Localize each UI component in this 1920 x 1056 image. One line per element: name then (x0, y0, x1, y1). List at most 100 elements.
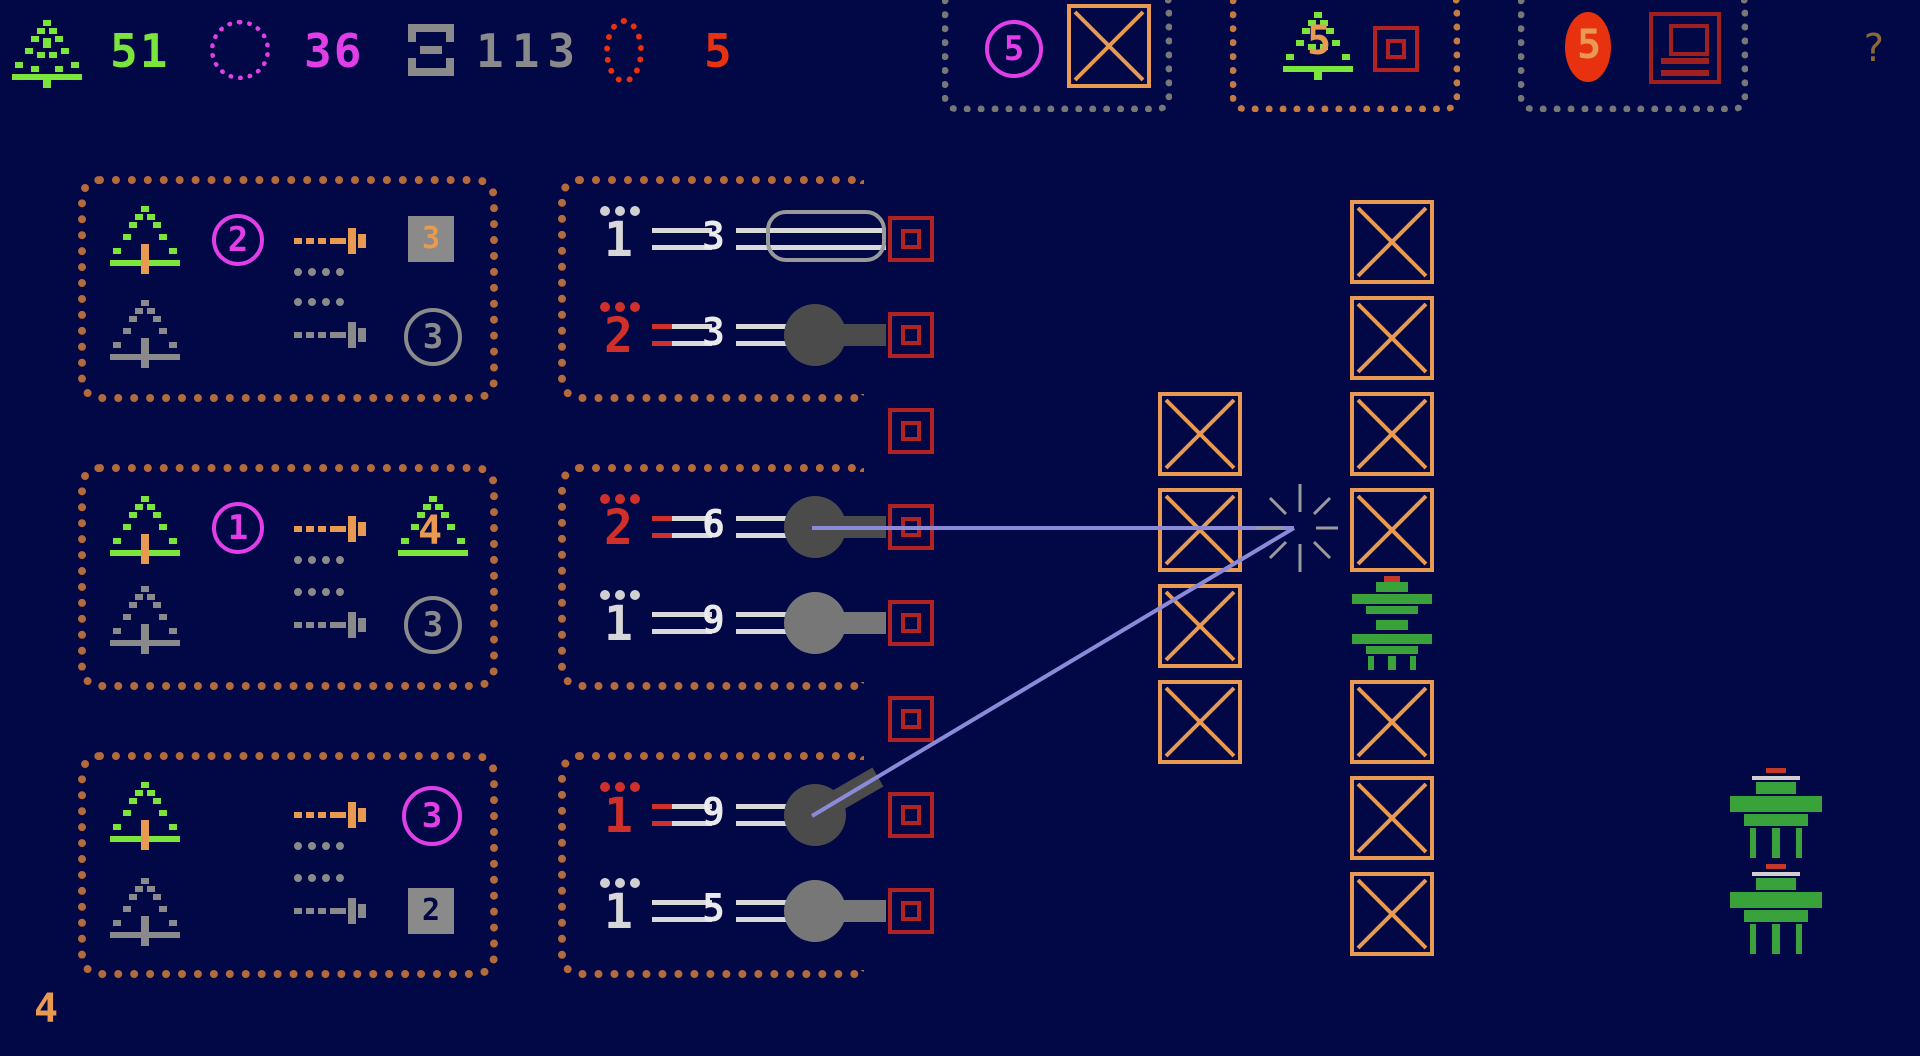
resource-red: 5 (598, 18, 738, 84)
turret-level: 1 (604, 788, 633, 844)
turret-ammo: 9 (702, 598, 726, 642)
resource-green: 51 (10, 18, 170, 88)
wall-node[interactable] (888, 408, 934, 454)
progress-dots (294, 874, 344, 890)
turret-ammo: 6 (702, 502, 726, 546)
crate-wall[interactable] (1350, 872, 1434, 956)
factory-output: 3 (402, 786, 462, 846)
green-tree-icon (110, 782, 180, 850)
turret-level-dots (600, 302, 640, 322)
turret-belt (652, 324, 672, 346)
factory-second-output: 3 (404, 308, 462, 366)
crate-wall[interactable] (1350, 200, 1434, 284)
wall-node[interactable] (888, 888, 934, 934)
build-tab-crate[interactable]: 5 (942, 0, 1172, 112)
crate-wall[interactable] (1350, 680, 1434, 764)
turret-belt (736, 324, 786, 346)
factory-second-output: 2 (408, 888, 454, 934)
turret-belt (652, 804, 672, 826)
crate-wall[interactable] (1350, 776, 1434, 860)
red-crystal-icon (604, 18, 644, 84)
turret-barrel (830, 900, 886, 922)
crate-wall[interactable] (1158, 392, 1242, 476)
crate-icon (1067, 4, 1151, 88)
turret-level-dots (600, 206, 640, 226)
turret-belt (652, 228, 712, 250)
green-tree-icon (12, 20, 82, 88)
turret-level: 1 (604, 596, 633, 652)
build-tab-robot[interactable]: 5 (1518, 0, 1748, 112)
progress-dots (294, 298, 344, 314)
turret-ammo: 9 (702, 790, 726, 834)
turret-level: 1 (604, 884, 633, 940)
crate-wall[interactable] (1158, 488, 1242, 572)
turret-belt (652, 612, 712, 634)
green-tree-icon (110, 206, 180, 274)
green-tree-icon (110, 496, 180, 564)
progress-dots (294, 556, 344, 572)
gray-tree-icon (110, 878, 180, 946)
gray-tree-icon (110, 586, 180, 654)
turret-ammo: 5 (702, 886, 726, 930)
green-tree-icon (398, 496, 468, 556)
red-crystal-icon (1565, 12, 1611, 82)
turret-ammo: 3 (702, 214, 726, 258)
turret-level: 2 (604, 308, 633, 364)
wall-node[interactable] (888, 216, 934, 262)
factory-panel-1[interactable] (78, 176, 498, 402)
wall-node[interactable] (888, 792, 934, 838)
factory-output: 4 (418, 508, 443, 554)
factory-panel-2[interactable] (78, 464, 498, 690)
turret-belt (736, 612, 786, 634)
turret-belt (672, 804, 712, 826)
factory-slot-level: 1 (212, 502, 264, 554)
turret-panel-3[interactable] (558, 752, 864, 978)
tab-cost: 5 (1307, 18, 1332, 64)
enemy-ship-icon[interactable] (1348, 576, 1436, 672)
turret-panel-2[interactable] (558, 464, 864, 690)
turret-panel-1[interactable] (558, 176, 864, 402)
turret-belt (736, 804, 786, 826)
wall-node[interactable] (888, 504, 934, 550)
turret-barrel (830, 612, 886, 634)
factory-panel-3[interactable] (78, 752, 498, 978)
wall-node[interactable] (888, 696, 934, 742)
crate-wall[interactable] (1350, 392, 1434, 476)
cost-circle: 5 (985, 20, 1043, 78)
progress-dots (294, 842, 344, 858)
arrow-right-icon (294, 898, 366, 924)
impact-spark-icon (1256, 484, 1338, 572)
resource-magenta: 36 (208, 18, 378, 82)
turret-gun-icon (766, 210, 886, 262)
wall-node[interactable] (888, 312, 934, 358)
turret-barrel (830, 516, 886, 538)
turret-belt (652, 516, 672, 538)
tab-cost: 5 (1577, 22, 1602, 68)
turret-belt (672, 324, 712, 346)
build-tab-wall-node[interactable]: 5 (1230, 0, 1460, 112)
red-count: 5 (704, 24, 734, 78)
turret-ammo: 3 (702, 310, 726, 354)
factory-output: 3 (408, 216, 454, 262)
crate-wall[interactable] (1350, 296, 1434, 380)
wall-node[interactable] (888, 600, 934, 646)
arrow-right-icon (294, 612, 366, 638)
turret-level-dots (600, 878, 640, 898)
crate-wall[interactable] (1158, 584, 1242, 668)
magenta-count: 36 (304, 24, 364, 78)
wave-counter: 4 (34, 986, 59, 1032)
turret-level: 2 (604, 500, 633, 556)
enemy-ship-icon[interactable] (1726, 864, 1826, 960)
progress-dots (294, 588, 344, 604)
turret-belt (736, 516, 786, 538)
wall-node-icon (1373, 26, 1419, 72)
crate-wall[interactable] (1350, 488, 1434, 572)
turret-belt (736, 900, 786, 922)
help-button[interactable]: ? (1862, 26, 1885, 70)
turret-level-dots (600, 782, 640, 802)
crate-wall[interactable] (1158, 680, 1242, 764)
enemy-ship-icon[interactable] (1726, 768, 1826, 864)
arrow-right-icon (294, 322, 366, 348)
turret-level: 1 (604, 212, 633, 268)
robot-icon (1649, 12, 1721, 84)
